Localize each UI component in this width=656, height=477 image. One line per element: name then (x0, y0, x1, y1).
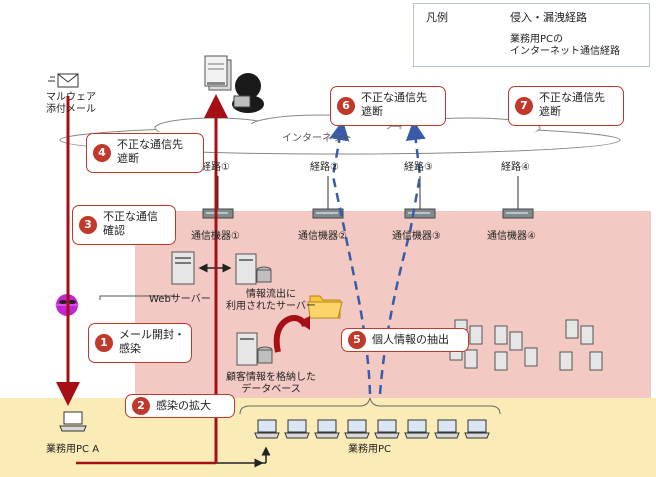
laptop-pc-a-icon (59, 411, 87, 432)
step-text-1: メール開封・ 感染 (119, 328, 185, 355)
route-label-4: 経路④ (501, 162, 530, 173)
step-callout-5: 5 個人情報の抽出 (341, 328, 469, 352)
web-server-label: Webサーバー (149, 294, 211, 305)
step-callout-6: 6 不正な通信先 遮断 (330, 86, 446, 126)
router-icon-3 (404, 208, 436, 219)
step-number-3: 3 (79, 216, 97, 234)
legend-internet-route-label: 業務用PCの インターネット通信経路 (510, 34, 620, 57)
folder-icon (307, 295, 343, 319)
step-callout-7: 7 不正な通信先 遮断 (508, 86, 624, 126)
mail-icon (48, 73, 79, 88)
step-text-7: 不正な通信先 遮断 (539, 91, 605, 118)
database-label: 顧客情報を格納した データベース (226, 372, 316, 395)
route-label-2: 経路② (310, 162, 339, 173)
router-icon-1 (202, 208, 234, 219)
attacker-server-icon (204, 55, 232, 91)
route-label-1: 経路① (201, 162, 230, 173)
leak-server-label: 情報流出に 利用されたサーバー (226, 289, 316, 312)
internet-label: インターネット (282, 133, 352, 144)
pc-a-label: 業務用PC A (46, 444, 100, 455)
leak-server-icon (235, 253, 272, 285)
router-icon-4 (502, 208, 534, 219)
step-text-4: 不正な通信先 遮断 (117, 138, 183, 165)
hacker-icon (232, 73, 264, 113)
step-callout-2: 2 感染の拡大 (125, 394, 235, 418)
device-label-1: 通信機器① (191, 231, 240, 242)
step-callout-4: 4 不正な通信先 遮断 (86, 133, 204, 173)
legend-intrusion-label: 侵入・漏洩経路 (510, 11, 587, 24)
step-callout-3: 3 不正な通信 確認 (72, 205, 176, 245)
step-number-2: 2 (132, 397, 150, 415)
malware-mail-label: マルウェア 添付メール (46, 92, 96, 115)
step-number-1: 1 (95, 334, 113, 352)
step-text-6: 不正な通信先 遮断 (361, 91, 427, 118)
laptop-group (254, 419, 490, 439)
database-server-icon (236, 332, 273, 366)
route-label-3: 経路③ (404, 162, 433, 173)
step-text-3: 不正な通信 確認 (103, 210, 158, 237)
device-label-4: 通信機器④ (487, 231, 536, 242)
step-text-5: 個人情報の抽出 (372, 333, 449, 346)
step-text-2: 感染の拡大 (156, 399, 211, 412)
pc-group-label: 業務用PC (348, 444, 392, 455)
step-number-5: 5 (348, 331, 366, 349)
web-server-icon (171, 251, 195, 285)
pc-group-brace (239, 397, 501, 415)
device-label-3: 通信機器③ (392, 231, 441, 242)
legend-box: 凡例 侵入・漏洩経路 業務用PCの インターネット通信経路 (413, 3, 650, 67)
step-number-7: 7 (515, 97, 533, 115)
router-icon-2 (312, 208, 344, 219)
device-label-2: 通信機器② (298, 231, 347, 242)
step-callout-1: 1 メール開封・ 感染 (88, 323, 192, 363)
step-number-6: 6 (337, 97, 355, 115)
step-number-4: 4 (93, 144, 111, 162)
legend-title: 凡例 (426, 11, 448, 24)
